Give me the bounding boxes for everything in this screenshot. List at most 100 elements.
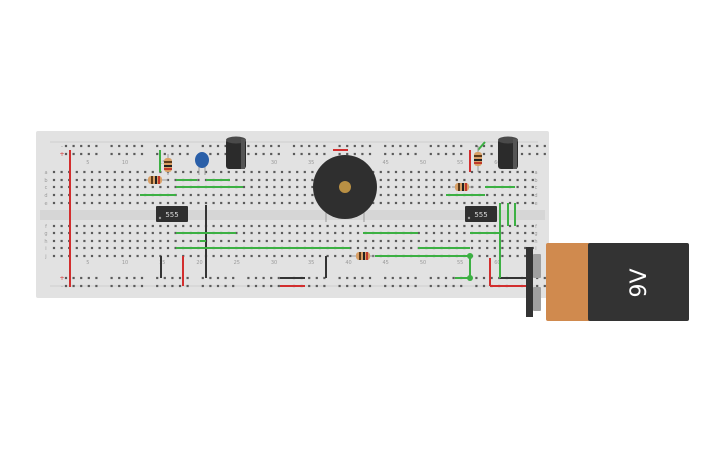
breadboard-hole[interactable] [113,224,116,228]
breadboard-hole[interactable] [323,144,326,148]
breadboard-hole[interactable] [98,193,101,197]
breadboard-hole[interactable] [140,144,144,148]
breadboard-hole[interactable] [493,178,496,182]
breadboard-hole[interactable] [224,284,227,288]
breadboard-hole[interactable] [265,231,268,235]
breadboard-hole[interactable] [106,185,109,189]
breadboard-hole[interactable] [75,193,78,197]
breadboard-hole[interactable] [429,276,432,280]
breadboard-hole[interactable] [493,224,496,228]
breadboard-hole[interactable] [543,152,546,156]
breadboard-hole[interactable] [296,185,299,189]
breadboard-hole[interactable] [432,193,436,197]
breadboard-hole[interactable] [273,254,276,258]
breadboard-hole[interactable] [60,178,63,182]
breadboard-hole[interactable] [174,254,177,258]
breadboard-hole[interactable] [402,201,405,205]
breadboard-hole[interactable] [242,224,246,228]
breadboard-hole[interactable] [224,144,227,148]
breadboard-hole[interactable] [482,276,486,280]
breadboard-hole[interactable] [118,152,121,156]
breadboard-hole[interactable] [399,276,402,280]
breadboard-hole[interactable] [144,254,147,258]
breadboard-hole[interactable] [113,254,116,258]
breadboard-hole[interactable] [486,239,489,243]
breadboard-hole[interactable] [52,239,56,243]
breadboard-hole[interactable] [247,152,250,156]
breadboard-hole[interactable] [98,231,101,235]
breadboard-hole[interactable] [444,144,448,148]
breadboard-hole[interactable] [151,246,154,250]
breadboard-hole[interactable] [140,284,144,288]
breadboard-hole[interactable] [128,254,132,258]
breadboard-hole[interactable] [136,178,139,182]
breadboard-hole[interactable] [478,178,481,182]
breadboard-hole[interactable] [166,224,170,228]
breadboard-hole[interactable] [174,178,177,182]
breadboard-hole[interactable] [315,144,318,148]
breadboard-hole[interactable] [308,284,311,288]
resistor-2[interactable] [164,154,172,175]
breadboard-hole[interactable] [136,239,139,243]
breadboard-hole[interactable] [478,170,481,174]
breadboard-hole[interactable] [182,193,185,197]
breadboard-hole[interactable] [72,144,75,148]
breadboard-hole[interactable] [166,246,170,250]
breadboard-hole[interactable] [387,193,390,197]
breadboard-hole[interactable] [308,276,311,280]
breadboard-hole[interactable] [372,246,375,250]
breadboard-hole[interactable] [113,185,116,189]
breadboard-hole[interactable] [341,239,344,243]
breadboard-hole[interactable] [235,178,238,182]
breadboard-hole[interactable] [258,170,261,174]
breadboard-hole[interactable] [98,239,101,243]
breadboard-hole[interactable] [440,170,443,174]
breadboard-hole[interactable] [235,231,238,235]
breadboard-hole[interactable] [98,246,101,250]
breadboard-hole[interactable] [516,224,519,228]
breadboard-hole[interactable] [128,224,132,228]
breadboard-hole[interactable] [414,152,417,156]
breadboard-hole[interactable] [182,201,185,205]
breadboard-hole[interactable] [174,246,177,250]
breadboard-hole[interactable] [204,193,208,197]
breadboard-hole[interactable] [524,185,527,189]
breadboard-hole[interactable] [475,144,478,148]
breadboard-hole[interactable] [178,276,182,280]
breadboard-hole[interactable] [410,239,413,243]
breadboard-hole[interactable] [227,239,230,243]
breadboard-hole[interactable] [128,185,132,189]
breadboard-hole[interactable] [201,144,204,148]
breadboard-hole[interactable] [379,224,382,228]
breadboard-hole[interactable] [470,246,474,250]
breadboard-hole[interactable] [516,254,519,258]
breadboard-hole[interactable] [394,239,398,243]
breadboard-hole[interactable] [258,201,261,205]
breadboard-hole[interactable] [372,239,375,243]
breadboard-hole[interactable] [524,239,527,243]
breadboard-hole[interactable] [425,170,428,174]
breadboard-hole[interactable] [250,178,253,182]
breadboard-hole[interactable] [220,170,223,174]
breadboard-hole[interactable] [478,239,481,243]
breadboard-hole[interactable] [220,239,223,243]
breadboard-hole[interactable] [452,276,455,280]
breadboard-hole[interactable] [87,276,90,280]
breadboard-hole[interactable] [156,276,159,280]
battery-9v[interactable]: 9V [526,243,689,321]
breadboard-hole[interactable] [384,152,387,156]
breadboard-hole[interactable] [387,239,390,243]
breadboard-hole[interactable] [159,231,162,235]
breadboard-hole[interactable] [106,231,109,235]
breadboard-hole[interactable] [178,284,182,288]
breadboard-hole[interactable] [432,231,436,235]
breadboard-hole[interactable] [311,239,314,243]
breadboard-hole[interactable] [501,254,504,258]
breadboard-hole[interactable] [163,152,166,156]
breadboard-hole[interactable] [470,170,474,174]
breadboard-hole[interactable] [106,254,109,258]
breadboard-hole[interactable] [410,224,413,228]
breadboard-hole[interactable] [166,239,170,243]
breadboard-hole[interactable] [493,170,496,174]
breadboard-hole[interactable] [52,193,56,197]
